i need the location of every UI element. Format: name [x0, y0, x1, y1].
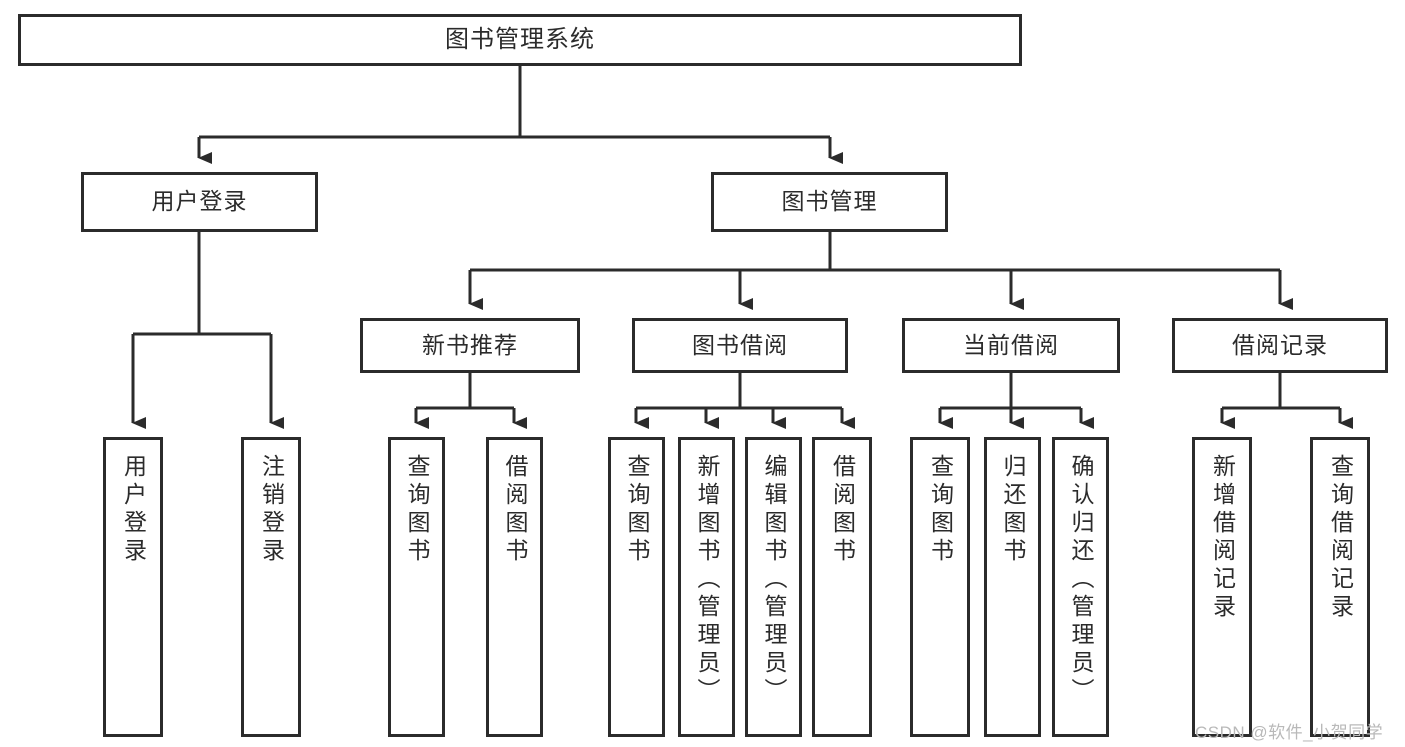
- leaf-query-book-current-label: 查询图书: [927, 454, 954, 566]
- leaf-return-book-label: 归还图书: [1000, 454, 1026, 566]
- node-root-label: 图书管理系统: [445, 25, 595, 53]
- leaf-confirm-return-admin[interactable]: 确认归还（管理员）: [1052, 437, 1109, 737]
- node-new-book-recommend[interactable]: 新书推荐: [360, 318, 580, 373]
- leaf-add-book-admin[interactable]: 新增图书（管理员）: [678, 437, 735, 737]
- leaf-edit-book-admin-label: 编辑图书（管理员）: [761, 454, 787, 706]
- node-book-management[interactable]: 图书管理: [711, 172, 948, 232]
- leaf-confirm-return-admin-label: 确认归还（管理员）: [1068, 454, 1094, 706]
- node-root[interactable]: 图书管理系统: [18, 14, 1022, 66]
- leaf-query-book-borrow[interactable]: 查询图书: [608, 437, 665, 737]
- leaf-query-book-new[interactable]: 查询图书: [388, 437, 445, 737]
- leaf-add-book-admin-label: 新增图书（管理员）: [694, 454, 720, 706]
- leaf-query-book-borrow-label: 查询图书: [624, 454, 650, 566]
- node-current-borrow-label: 当前借阅: [963, 331, 1059, 358]
- node-borrow-record-label: 借阅记录: [1232, 331, 1328, 358]
- leaf-query-borrow-record-label: 查询借阅记录: [1327, 454, 1354, 622]
- csdn-watermark: CSDN @软件_小贺同学: [1195, 723, 1384, 742]
- node-book-borrow-label: 图书借阅: [692, 331, 788, 358]
- leaf-edit-book-admin[interactable]: 编辑图书（管理员）: [745, 437, 802, 737]
- leaf-logout-login-label: 注销登录: [258, 454, 285, 566]
- leaf-return-book[interactable]: 归还图书: [984, 437, 1041, 737]
- node-new-book-recommend-label: 新书推荐: [422, 331, 518, 358]
- leaf-query-book-current[interactable]: 查询图书: [910, 437, 970, 737]
- node-user-login-label: 用户登录: [151, 188, 248, 215]
- leaf-user-login[interactable]: 用户登录: [103, 437, 163, 737]
- leaf-borrow-book-new[interactable]: 借阅图书: [486, 437, 543, 737]
- leaf-borrow-book[interactable]: 借阅图书: [812, 437, 872, 737]
- node-book-borrow[interactable]: 图书借阅: [632, 318, 848, 373]
- leaf-query-book-new-label: 查询图书: [404, 454, 430, 566]
- leaf-user-login-label: 用户登录: [120, 454, 147, 566]
- node-current-borrow[interactable]: 当前借阅: [902, 318, 1120, 373]
- node-user-login[interactable]: 用户登录: [81, 172, 318, 232]
- node-book-management-label: 图书管理: [781, 188, 878, 215]
- leaf-logout-login[interactable]: 注销登录: [241, 437, 301, 737]
- leaf-add-borrow-record[interactable]: 新增借阅记录: [1192, 437, 1252, 737]
- node-borrow-record[interactable]: 借阅记录: [1172, 318, 1388, 373]
- leaf-borrow-book-label: 借阅图书: [829, 454, 856, 566]
- leaf-query-borrow-record[interactable]: 查询借阅记录: [1310, 437, 1370, 737]
- leaf-borrow-book-new-label: 借阅图书: [502, 454, 528, 566]
- leaf-add-borrow-record-label: 新增借阅记录: [1209, 454, 1236, 622]
